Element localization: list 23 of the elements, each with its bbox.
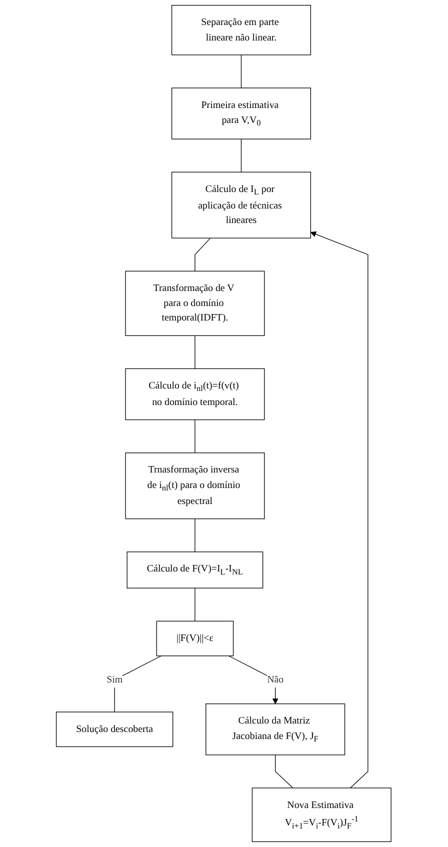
- node-box: Solução descoberta: [56, 712, 174, 748]
- node-box: Primeira estimativa para V,V$_{0}$: [172, 88, 312, 140]
- connector: [194, 238, 212, 272]
- node-box: Cálculo de F(V)=I$_{L}$-I$_{NL}$: [127, 552, 264, 588]
- connector: [194, 335, 196, 370]
- node-box: Cálculo de i$_{nl}$(t)=f(v(t) no domínio temporal.: [126, 368, 266, 420]
- node-box: ||F(V)||<ε: [156, 620, 234, 656]
- connector: [194, 588, 196, 622]
- node-box: Separação em parte lineare não linear.: [172, 4, 312, 56]
- edge-label: Não: [267, 674, 284, 685]
- edge-label: Sim: [106, 674, 123, 685]
- node-box: Cálculo de I$_{L}$ por aplicação de técnicas lineares: [172, 172, 312, 238]
- connector: [275, 754, 294, 788]
- node-box: Transformação de V para o domínio temporal(IDFT).: [126, 270, 266, 336]
- connector: [194, 419, 196, 454]
- node-box: Cálculo da Matriz Jacobiana de F(V), J$_{F}$: [206, 703, 346, 756]
- connector: [114, 656, 162, 712]
- connector: [241, 54, 242, 88]
- arrow: [310, 231, 369, 788]
- node-box: Trnasformação inversa de i$_{nl}$(t) para o domínio espectral: [126, 452, 266, 520]
- connector: [241, 138, 242, 172]
- arrow: [228, 656, 279, 704]
- connector: [194, 518, 196, 552]
